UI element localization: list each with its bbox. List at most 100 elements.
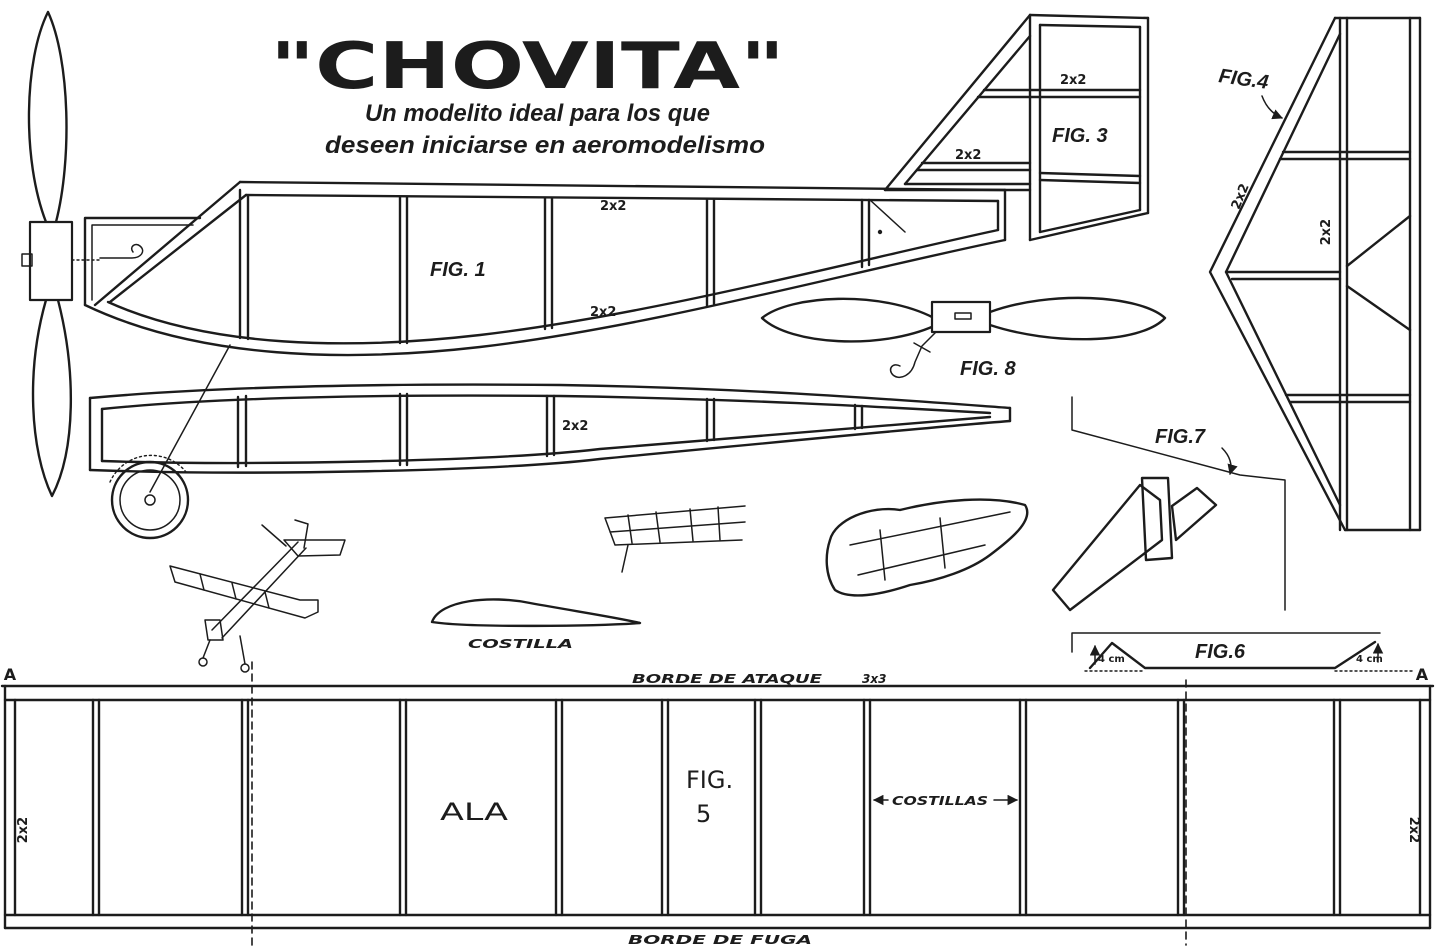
fig1-bottom-longeron-size: 2x2 [590, 305, 616, 320]
fig1-nose-hook [99, 243, 144, 259]
sketch-nose [204, 619, 224, 641]
fig6-right-rise: 4 cm [1356, 654, 1383, 665]
rib-airfoil [430, 598, 642, 628]
fuselage-plan-view: 2x2 [88, 383, 1012, 474]
plan-strut [236, 394, 248, 469]
fig1-rubber-peg [877, 229, 883, 235]
fig3-post [1028, 13, 1042, 242]
wing-name: ALA [440, 798, 509, 826]
propeller-side-view [21, 10, 101, 498]
frame-longerons [604, 505, 746, 546]
fig3-rib [976, 88, 1142, 99]
fig7-label: FIG.7 [1155, 426, 1206, 448]
plan-nose [88, 396, 104, 472]
fig7-covered-spar [1140, 476, 1174, 562]
fig4-center-notch [1345, 214, 1412, 332]
sketch-fuselage [211, 541, 307, 639]
wing-rib [91, 698, 101, 917]
plan-top-outer [88, 383, 1012, 410]
fig1-strut [398, 195, 409, 345]
plan-bottom-outer [88, 419, 1012, 474]
propeller-hub [28, 220, 74, 302]
plan-section-size: 2x2 [562, 419, 588, 434]
fig4-edge-size: 2x2 [1229, 182, 1253, 212]
sketch-wing-ribs [199, 573, 270, 609]
fig3-bottom-edge [1028, 208, 1150, 242]
subtitle-line-1: Un modelito ideal para los que [365, 100, 710, 127]
fig4-rib [1284, 393, 1412, 404]
fig6-dihedral: 4 cm 4 cm FIG.6 [1071, 632, 1416, 672]
fig1-strut [543, 196, 554, 331]
model-perspective-sketch [169, 519, 346, 673]
propeller-upper-blade [27, 10, 68, 224]
frame-perspective-sketch [604, 505, 746, 573]
fig4-spar [1338, 16, 1349, 532]
wheel-hub [144, 494, 156, 506]
sketch-stabilizer [283, 539, 346, 557]
plan-title: "CHOVITA" [270, 30, 785, 104]
fig3-leading-diagonal [883, 13, 1032, 192]
fig6-reference-line [1071, 632, 1381, 653]
fig5-number: 5 [696, 800, 711, 828]
fig7-covering: FIG.7 [1051, 396, 1286, 612]
fig1-label: FIG. 1 [430, 259, 486, 281]
plan-top-inner [100, 394, 992, 415]
fig5-wing: A A BORDE DE ATAQUE 3x3 BORDE DE FUGA AL… [0, 661, 1435, 947]
wheel [109, 454, 190, 540]
fig8-propeller: FIG. 8 [760, 296, 1167, 380]
landing-gear-strut [149, 344, 231, 493]
frame-uprights [627, 506, 721, 544]
plan-strut [545, 394, 556, 458]
plan-bottom-inner [100, 415, 992, 465]
wing-rib [862, 698, 872, 917]
fig1-tail-diagonal [869, 199, 906, 233]
fig1-top-longeron-outer [238, 180, 1007, 192]
fig3-top-edge [1028, 13, 1150, 29]
wing-rib [1018, 698, 1028, 917]
fig6-wing-profile [1088, 640, 1377, 670]
leading-edge-label: BORDE DE ATAQUE [632, 672, 823, 686]
sketch-wing [169, 565, 319, 619]
covered-fuselage-outline [825, 498, 1029, 597]
fig6-left-rise: 4 cm [1098, 654, 1125, 665]
plan-strut [398, 392, 409, 467]
fig1-front-diagonal-inner [108, 193, 248, 304]
wing-trailing-edge [3, 913, 1432, 930]
plan-strut [853, 403, 864, 431]
fig5-label: FIG. [686, 766, 733, 794]
fig1-tail-post [996, 188, 1007, 242]
propeller-shaft-stub [21, 253, 33, 267]
covered-fuselage-creases [849, 511, 1011, 581]
wheel-rim [119, 469, 181, 531]
fig4-leading-edge-outer [1208, 16, 1347, 532]
wing-rib [554, 698, 564, 917]
wing-rib [398, 698, 408, 917]
wing-ribs-label: COSTILLAS [892, 794, 988, 808]
fig1-strut [238, 188, 250, 341]
fig3-rib [915, 161, 1032, 172]
fig4-center-rib [1224, 270, 1342, 281]
sketch-fin [261, 519, 309, 549]
fig6-label: FIG.6 [1195, 641, 1246, 663]
fig3-rudder: 2x2 2x2 FIG. 3 [883, 13, 1150, 242]
sketch-wheel [198, 657, 208, 667]
fig1-nose-inner [91, 224, 194, 301]
fig8-hub-slot [954, 312, 972, 320]
fig4-spar-size: 2x2 [1319, 219, 1334, 245]
fig7-pointer-arrow [1221, 447, 1238, 476]
fig8-shaft-hook [889, 331, 937, 379]
fig7-covered-panel [1051, 483, 1164, 612]
fig8-left-blade [760, 297, 936, 343]
wing-left-tip-size: 2x2 [16, 817, 31, 843]
fig1-fuselage-side: FIG. 1 2x2 2x2 [83, 180, 1007, 493]
leading-edge-size: 3x3 [862, 672, 886, 686]
fig3-base [883, 182, 1032, 192]
fig1-bottom-longeron-outer [83, 238, 1007, 357]
wing-rib [660, 698, 670, 917]
fig4-label: FIG.4 [1217, 65, 1270, 94]
fig1-bottom-longeron-inner [106, 228, 1000, 345]
rib-profile: COSTILLA [430, 598, 642, 651]
fig7-covered-tip [1170, 486, 1218, 542]
fig3-upper-rib-size: 2x2 [1060, 73, 1086, 88]
fig3-rib [1038, 171, 1142, 185]
